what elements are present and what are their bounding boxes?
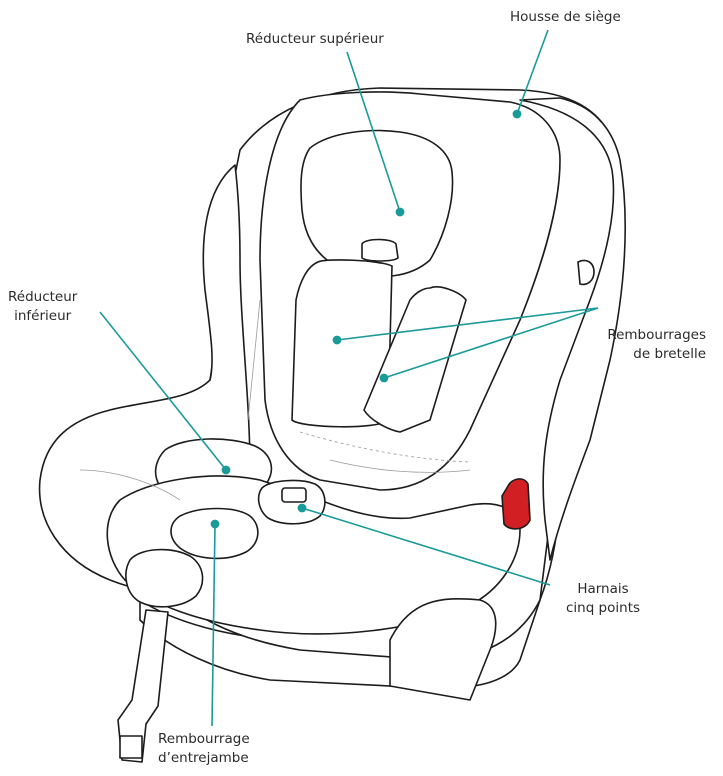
right-shoulder-pad [363,286,467,433]
callout-shoulder-pad-left [336,307,599,341]
callout-lines [99,29,599,727]
label-harness: Harnais cinq points [560,580,646,618]
label-harness-line2: cinq points [565,600,641,616]
callout-shoulder-pad-right [383,307,599,379]
label-shoulder-pads-line1: Rembourrages [607,327,706,343]
label-harness-line1: Harnais [577,581,629,597]
callout-lower-reducer-dot [221,465,231,475]
harness-slot-tab [361,238,399,262]
label-upper-reducer-text: Réducteur supérieur [246,31,384,47]
buckle-button [281,487,307,503]
upper-reducer-pad [300,129,454,278]
label-crotch-pad-line2: d’entrejambe [158,750,249,766]
base-pedal [389,597,497,701]
vehicle-belt-strap [117,609,169,763]
label-lower-reducer-line2: inférieur [14,308,72,324]
label-crotch-pad-line1: Rembourrage [158,731,250,747]
left-shoulder-pad [291,259,393,428]
label-seat-cover: Housse de siège [510,8,621,27]
label-upper-reducer: Réducteur supérieur [246,30,384,49]
label-crotch-pad: Rembourrage d’entrejambe [158,730,250,768]
front-armrest [125,548,204,608]
label-shoulder-pads-line2: de bretelle [633,346,706,362]
callout-seat-cover-dot [512,109,522,119]
callout-seat-cover [516,29,549,115]
label-shoulder-pads: Rembourrages de bretelle [596,326,706,364]
callout-upper-reducer [346,51,401,213]
label-lower-reducer-line1: Réducteur [8,289,78,305]
label-seat-cover-text: Housse de siège [510,9,621,25]
callout-lower-reducer [99,311,227,471]
callout-upper-reducer-dot [395,207,405,217]
callout-harness [301,507,551,586]
callout-shoulder-pad-right-dot [379,373,389,383]
belt-tongue [119,735,143,759]
label-lower-reducer: Réducteur inférieur [8,288,77,326]
callout-crotch-pad-dot [210,519,220,529]
callout-harness-dot [297,503,307,513]
side-knob [577,259,595,286]
right-wing [519,97,626,561]
callout-crotch-pad [211,523,216,727]
release-button [501,478,531,530]
callout-shoulder-pad-left-dot [332,335,342,345]
